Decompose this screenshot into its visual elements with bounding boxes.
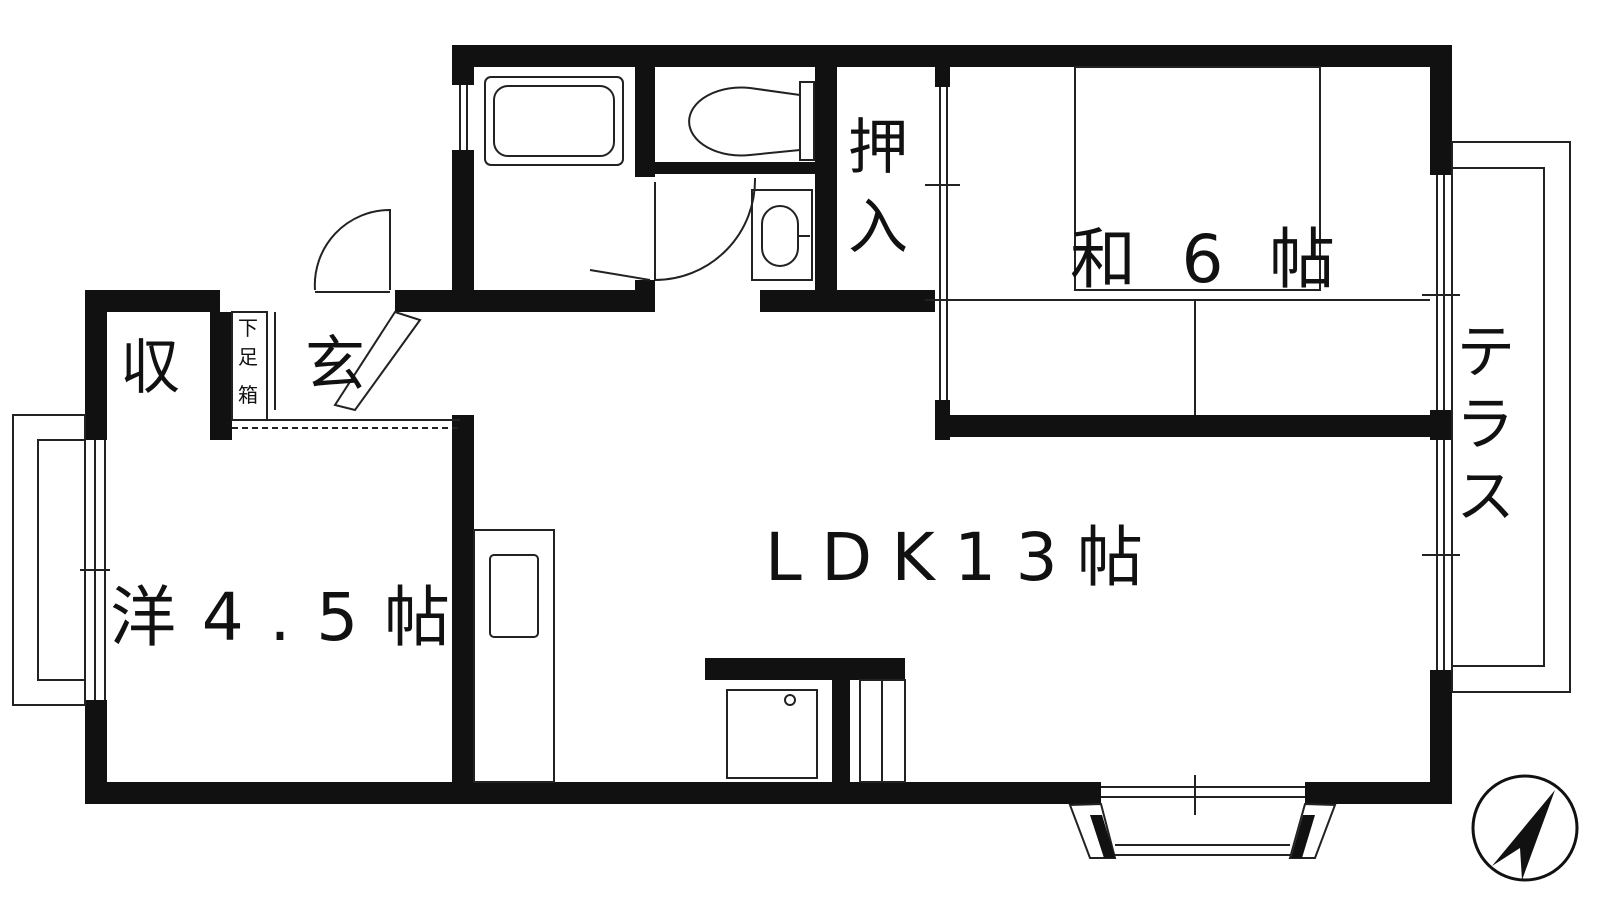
closet-label-top: 押 [848, 113, 908, 183]
room-western: 洋4.5帖 [110, 579, 450, 656]
room-ldk: LDK13帖 [765, 519, 1143, 596]
room-storage: 収 [120, 333, 180, 403]
fixtures [231, 66, 1430, 783]
north-arrow-icon [1471, 774, 1579, 882]
shoe-box-label-3: 箱 [238, 383, 258, 407]
entrance-label: 玄 [305, 330, 365, 400]
shoe-box-label-2: 足 [238, 345, 258, 369]
openings [12, 85, 1571, 859]
closet-label-bottom: 入 [848, 193, 908, 263]
room-labels: 洋4.5帖 和6帖 LDK13帖 収 押 入 玄 下 足 箱 テラス [110, 113, 1515, 656]
interior-walls [210, 67, 1452, 782]
terrace-label: テラス [1445, 320, 1515, 536]
shoe-box-label-1: 下 [238, 316, 258, 340]
exterior-walls [85, 45, 1452, 804]
room-japanese: 和6帖 [1070, 221, 1335, 298]
